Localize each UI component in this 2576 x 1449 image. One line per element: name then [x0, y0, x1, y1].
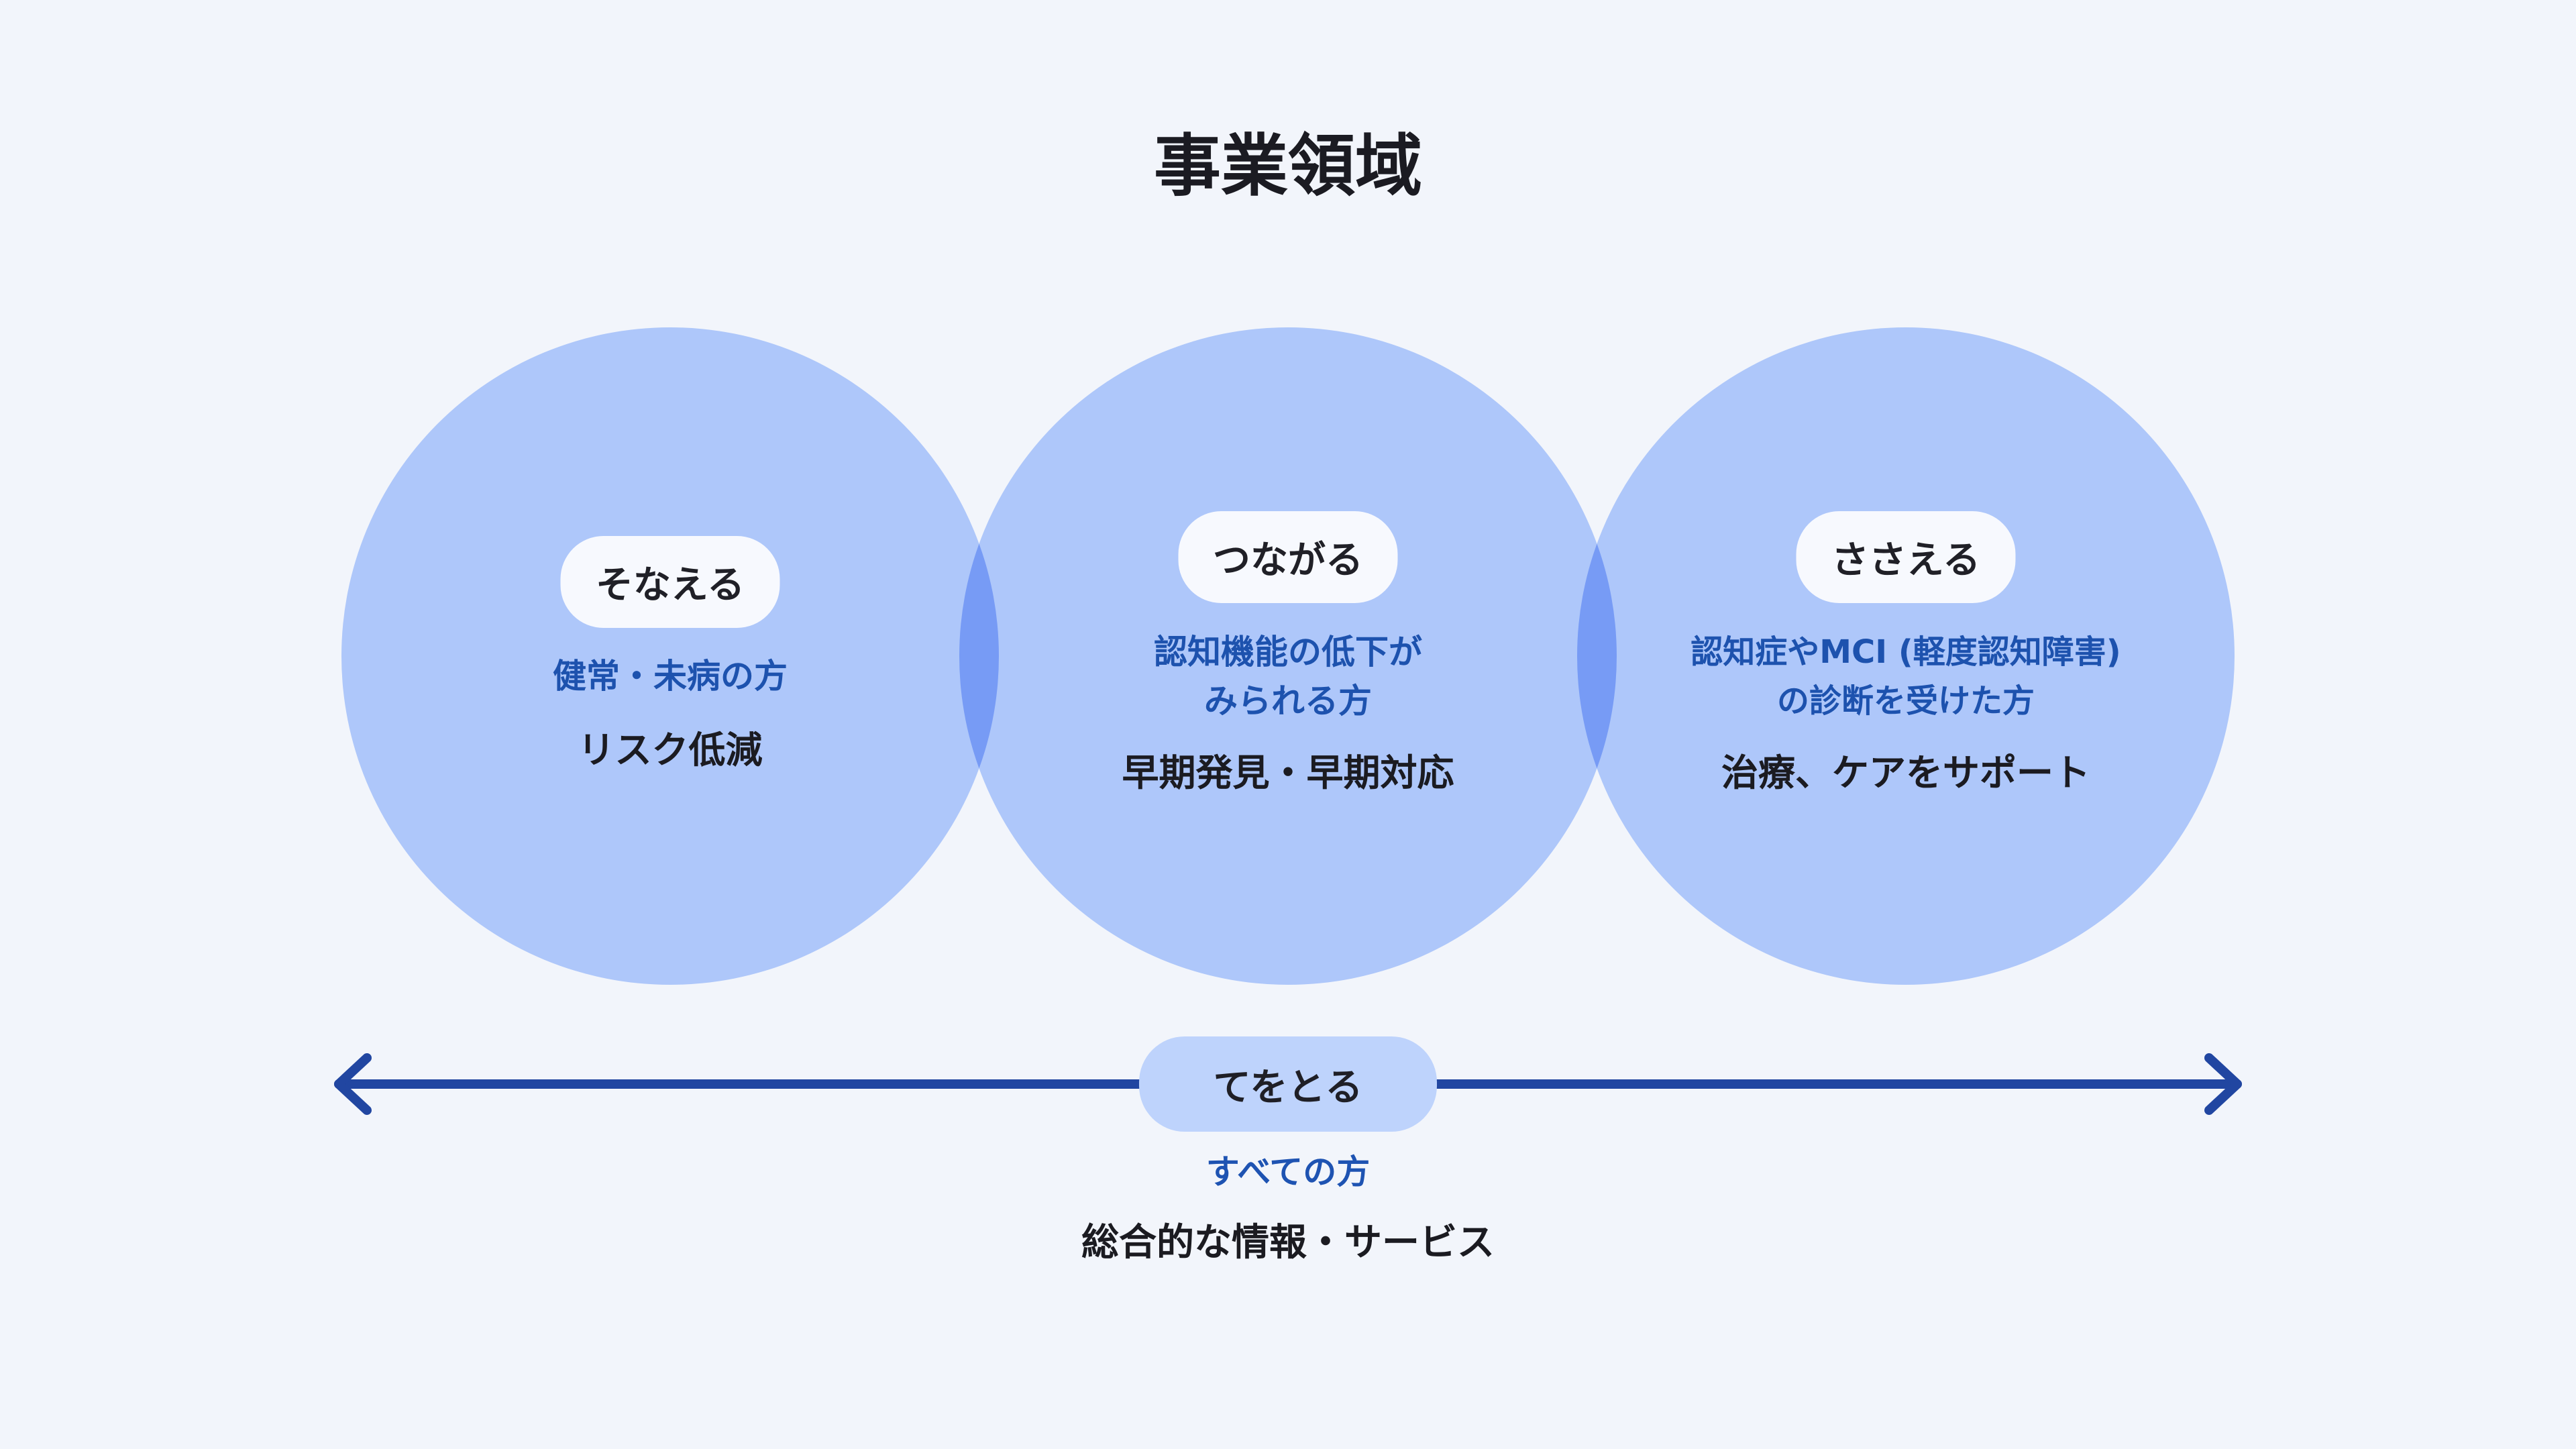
audience-line: 健常・未病の方 — [553, 657, 788, 696]
audience-sonaeru: 健常・未病の方 — [553, 652, 788, 701]
circle-sasaeru — [1577, 327, 2235, 985]
pill-tewotoru-label: てをとる — [1213, 1065, 1363, 1110]
service-sasaeru: 治療、ケアをサポート — [1721, 751, 2091, 794]
arrow-head-right — [2204, 1053, 2242, 1115]
circle-sonaeru — [341, 327, 999, 985]
audience-line: の診断を受けた方 — [1776, 682, 2035, 720]
pill-sonaeru: そなえる — [560, 536, 780, 628]
pill-tsunagaru-label: つながる — [1213, 539, 1363, 582]
page-title: 事業領域 — [1154, 127, 1422, 205]
audience-line: 認知症やMCI (軽度認知障害) — [1690, 633, 2121, 671]
axis-audience: すべての方 — [1205, 1152, 1371, 1191]
pill-tewotoru: てをとる — [1139, 1036, 1437, 1132]
circle-tsunagaru — [959, 327, 1617, 985]
audience-sasaeru: 認知症やMCI (軽度認知障害) の診断を受けた方 — [1690, 628, 2121, 726]
arrow-head-left — [334, 1053, 372, 1115]
service-sonaeru: リスク低減 — [578, 729, 763, 771]
pill-tsunagaru: つながる — [1178, 511, 1398, 603]
pill-sonaeru-label: そなえる — [595, 564, 745, 607]
service-tsunagaru: 早期発見・早期対応 — [1122, 751, 1454, 794]
audience-line: 認知機能の低下が — [1154, 633, 1422, 672]
pill-sasaeru-label: ささえる — [1831, 539, 1981, 582]
audience-tsunagaru: 認知機能の低下が みられる方 — [1154, 628, 1422, 726]
axis-service: 総合的な情報・サービス — [1081, 1221, 1495, 1265]
pill-sasaeru: ささえる — [1796, 511, 2016, 603]
audience-line: みられる方 — [1204, 682, 1372, 720]
